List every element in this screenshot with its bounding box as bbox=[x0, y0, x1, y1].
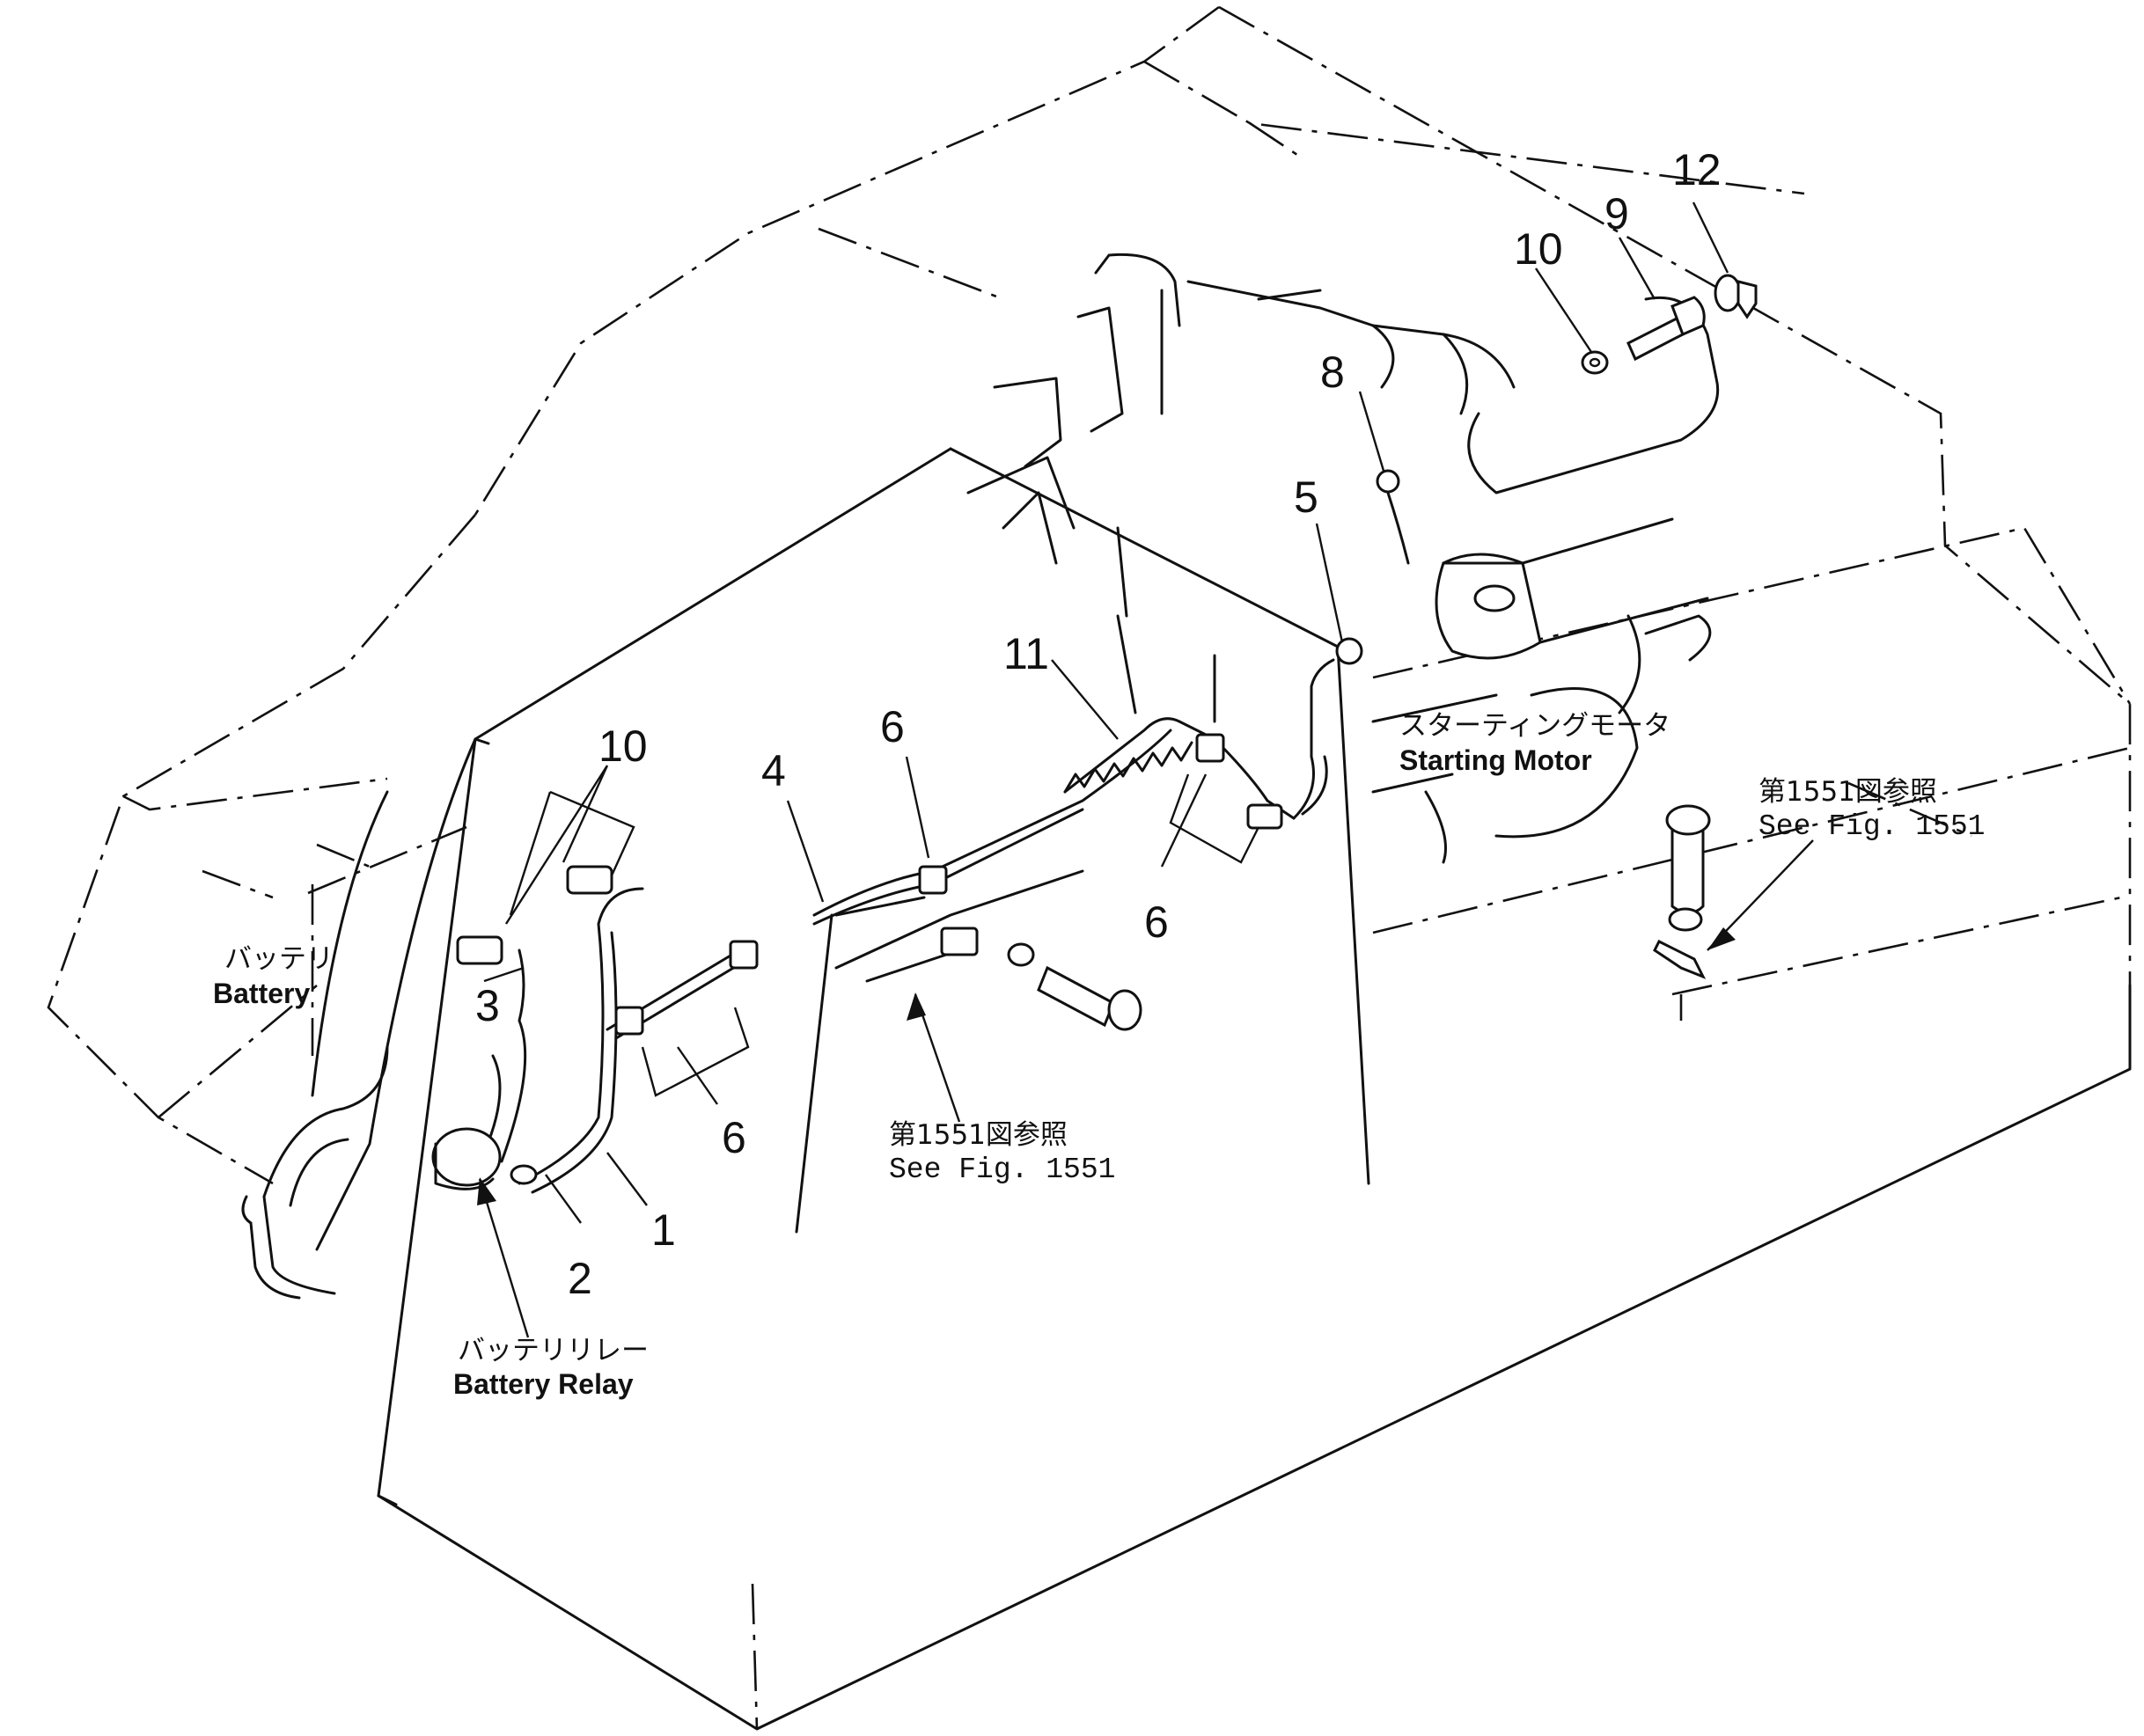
callout-8: 9 bbox=[1604, 189, 1629, 238]
callout-6a: 6 bbox=[880, 702, 905, 751]
starting-motor-label-en: Starting Motor bbox=[1399, 744, 1592, 776]
battery-relay-label-jp: バッテリリレー bbox=[458, 1335, 649, 1366]
callout-10: 10 bbox=[598, 722, 648, 771]
callout-4: 4 bbox=[761, 746, 786, 795]
callout-9: 10 bbox=[1514, 224, 1563, 274]
callout-12: 12 bbox=[1672, 145, 1722, 194]
see-fig-label-en-2: See Fig. 1551 bbox=[1759, 810, 1985, 843]
starting-motor-label-jp: スターティングモータ bbox=[1399, 710, 1670, 742]
callout-6b: 6 bbox=[722, 1113, 746, 1162]
callout-2: 2 bbox=[568, 1254, 592, 1303]
callout-5: 5 bbox=[1294, 472, 1318, 522]
see-fig-label-jp-2: 第1551図参照 bbox=[1759, 776, 1937, 808]
engine-hood bbox=[241, 447, 2132, 1731]
see-fig-label-en-1: See Fig. 1551 bbox=[889, 1154, 1115, 1186]
battery-label-jp: バッテリ bbox=[224, 943, 334, 975]
engine-block bbox=[966, 253, 1720, 864]
coil-spring-11 bbox=[1063, 741, 1193, 794]
see-fig-label-jp-1: 第1551図参照 bbox=[889, 1119, 1068, 1151]
leader-lines bbox=[477, 201, 1814, 1338]
callout-3: 3 bbox=[475, 981, 500, 1030]
battery-relay-label-en: Battery Relay bbox=[453, 1368, 634, 1400]
callout-numbers: 12 9 10 8 5 11 6 4 10 3 2 1 6 6 bbox=[475, 145, 1722, 1303]
callout-11: 11 bbox=[1003, 629, 1049, 678]
text-labels: バッテリ Battery バッテリリレー Battery Relay スターティ… bbox=[213, 710, 1985, 1400]
hardware-parts bbox=[431, 274, 1758, 1190]
callout-6c: 6 bbox=[1144, 897, 1169, 947]
battery-label-en: Battery bbox=[213, 978, 310, 1009]
callout-1: 1 bbox=[651, 1205, 676, 1255]
callout-7: 8 bbox=[1320, 348, 1345, 397]
